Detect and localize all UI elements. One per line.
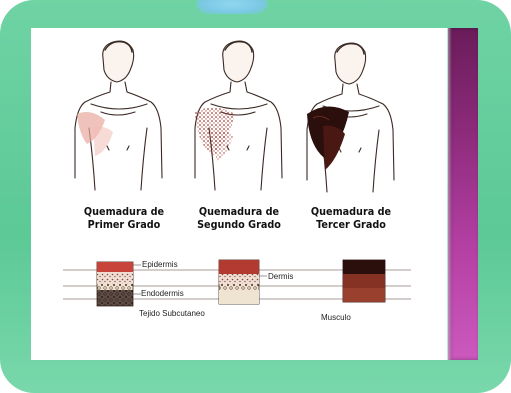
decorative-side-strip <box>448 28 478 360</box>
caption-first-degree-line1: Quemadura de <box>73 206 174 219</box>
label-dermis: Dermis <box>268 272 293 281</box>
caption-third-degree-line2: Tercer Grado <box>298 219 405 232</box>
caption-third-degree-line1: Quemadura de <box>298 206 405 219</box>
caption-second-degree-line1: Quemadura de <box>186 206 293 219</box>
figure-third-degree <box>307 43 394 192</box>
caption-first-degree: Quemadura de Primer Grado <box>73 206 174 232</box>
figure-first-degree <box>75 41 162 190</box>
figure-second-degree <box>195 41 282 190</box>
caption-second-degree-line2: Segundo Grado <box>186 219 293 232</box>
label-subcutaneous: Tejido Subcutaneo <box>139 309 205 318</box>
skin-block-second <box>219 260 259 304</box>
label-muscle: Musculo <box>321 313 351 322</box>
frame-top-glow <box>197 0 267 14</box>
skin-block-first <box>97 262 133 306</box>
caption-third-degree: Quemadura de Tercer Grado <box>298 206 405 232</box>
label-endodermis: Endodermis <box>141 289 184 298</box>
burn-degree-diagram: Quemadura de Primer Grado Quemadura de S… <box>31 28 447 360</box>
label-epidermis: Epidermis <box>142 260 178 269</box>
caption-second-degree: Quemadura de Segundo Grado <box>186 206 293 232</box>
caption-first-degree-line2: Primer Grado <box>73 219 174 232</box>
skin-block-third <box>343 260 385 302</box>
